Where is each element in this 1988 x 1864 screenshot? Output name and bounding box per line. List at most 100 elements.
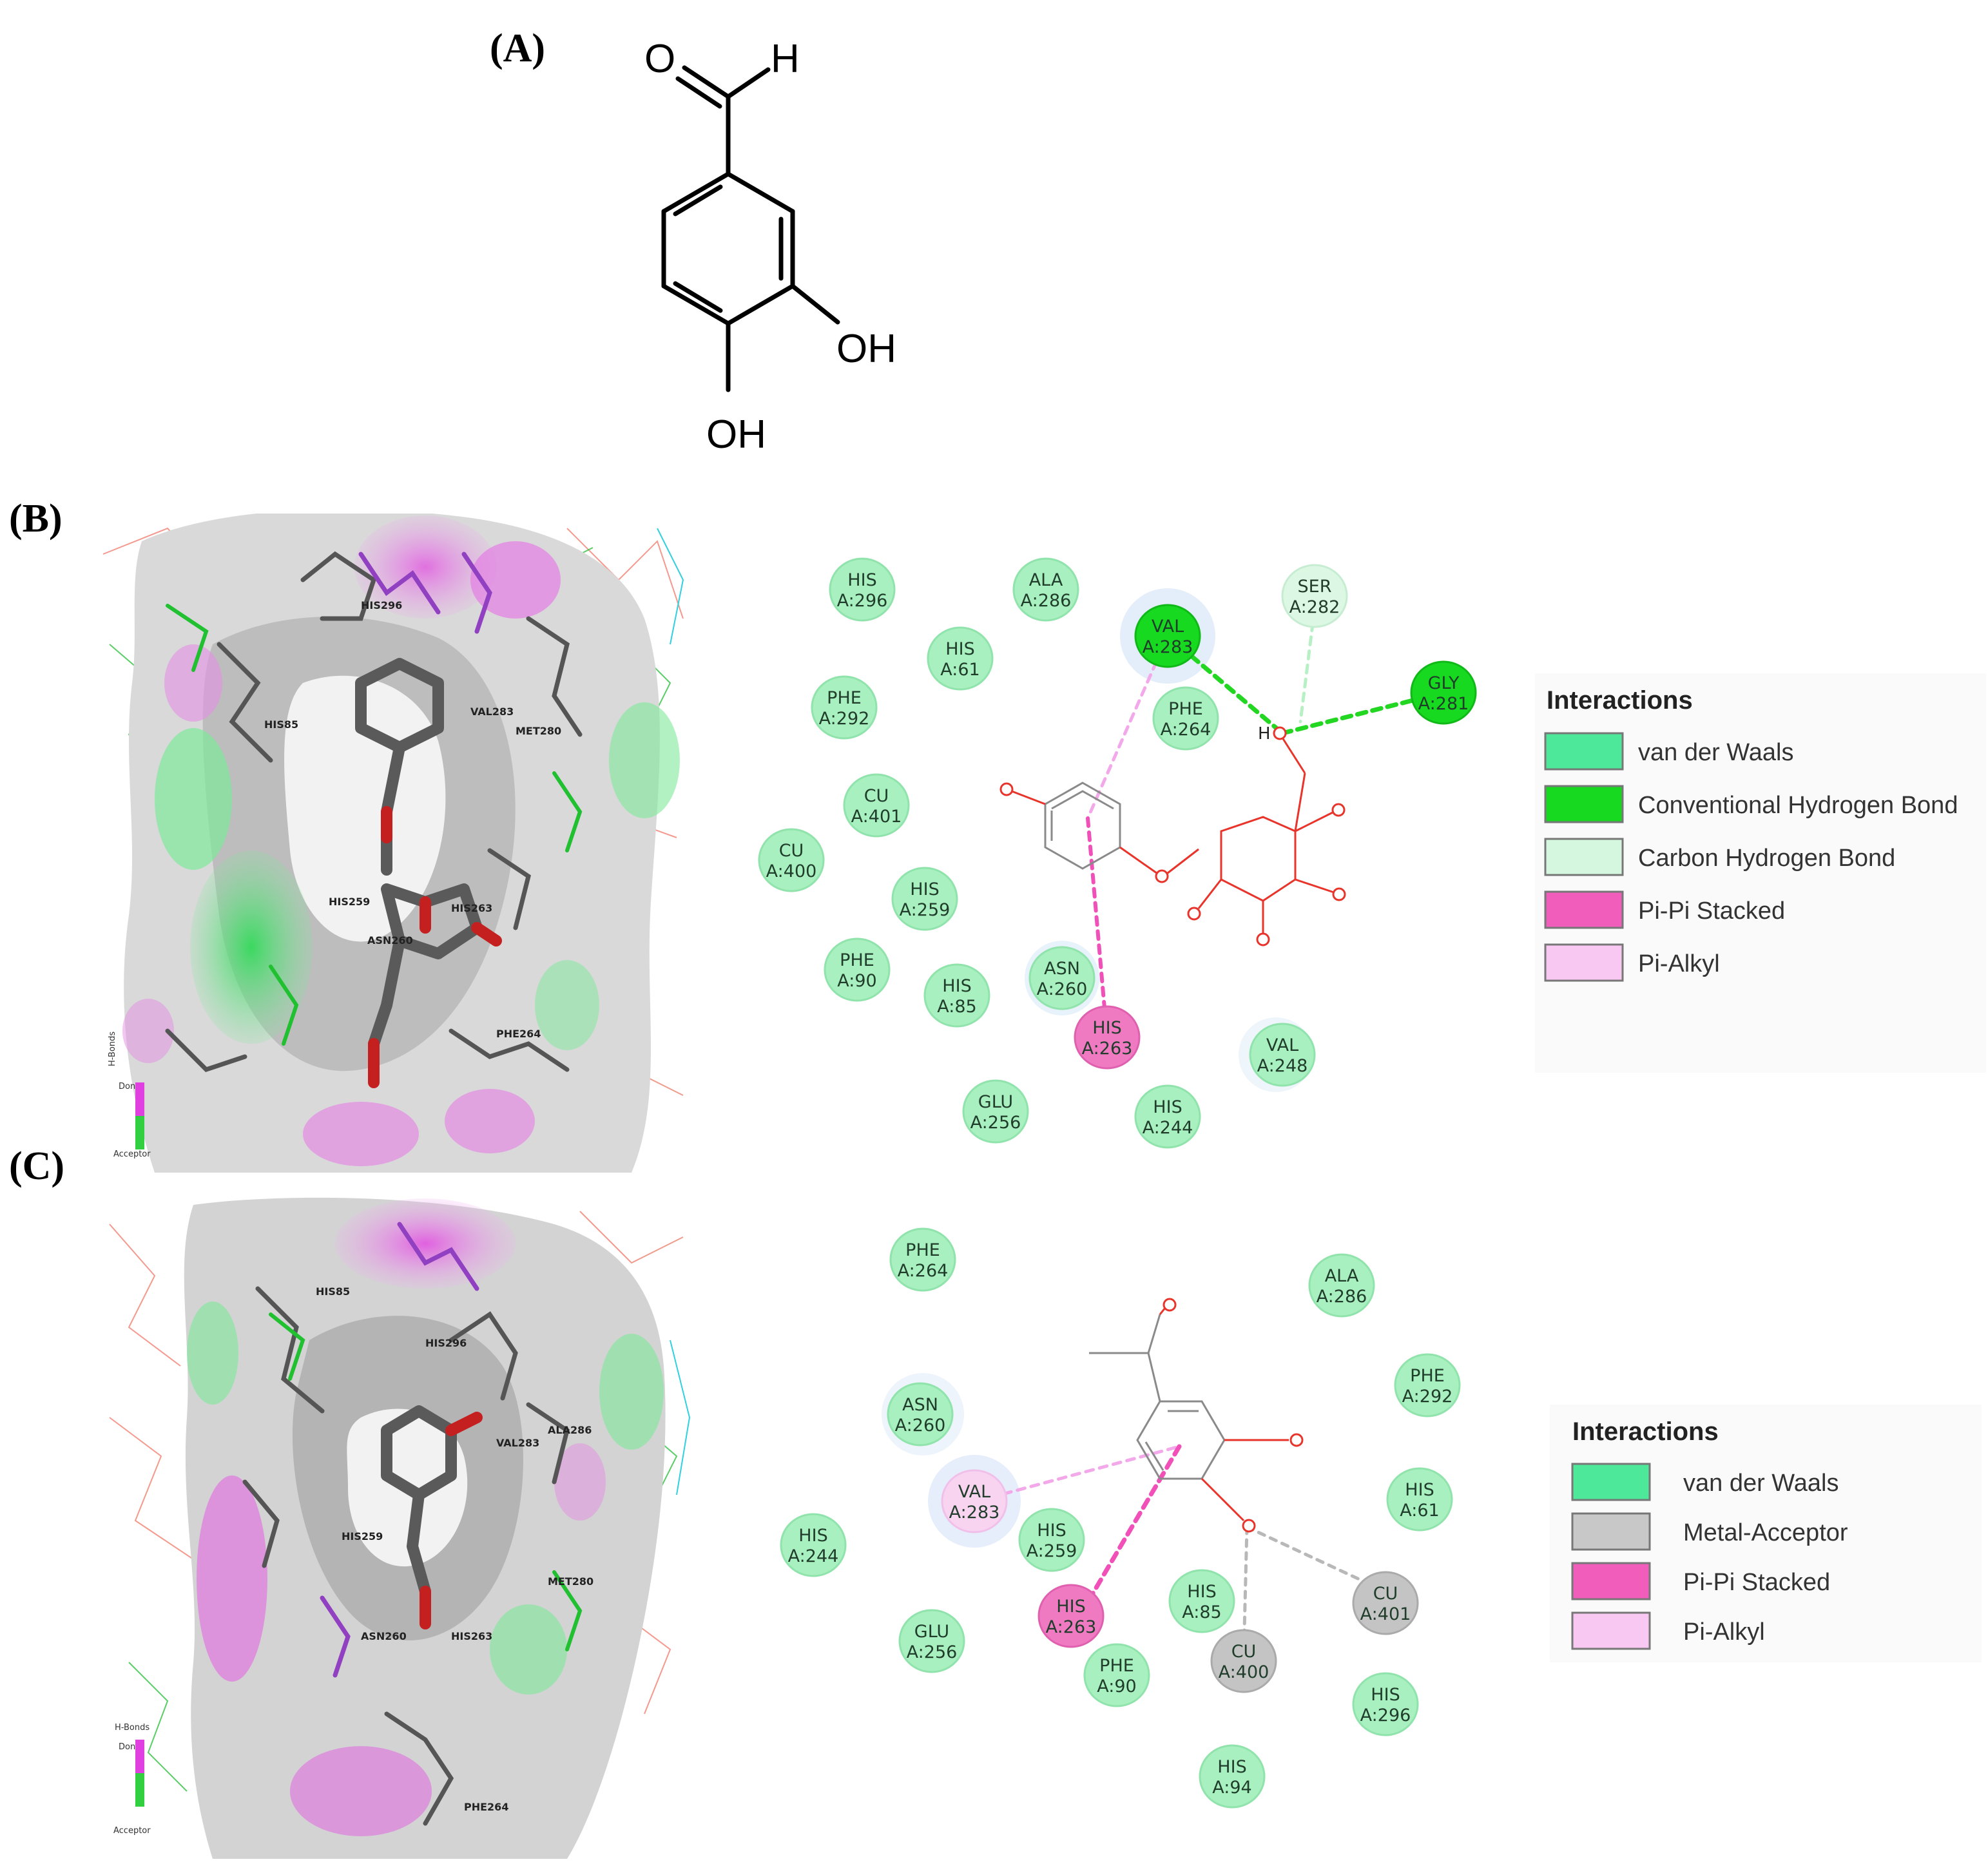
residue-id: A:61 <box>940 660 980 680</box>
residue-name: ASN <box>902 1395 938 1415</box>
legend-label: van der Waals <box>1638 739 1793 766</box>
residue-name: HIS <box>1371 1685 1400 1705</box>
residue-name: CU <box>864 786 889 806</box>
residue-name: VAL <box>1152 617 1184 637</box>
panel-label-b: (B) <box>9 497 63 541</box>
legend-swatch <box>1544 890 1624 929</box>
view3d-c-tag: ASN260 <box>361 1630 407 1642</box>
view3d-c-tag: HIS263 <box>451 1630 492 1642</box>
residue-id: A:296 <box>837 591 888 611</box>
residue-id: A:259 <box>1027 1541 1077 1561</box>
residue-id: A:286 <box>1021 591 1072 611</box>
view3d-c-tag: HIS85 <box>316 1285 350 1298</box>
residue-name: HIS <box>1037 1521 1066 1541</box>
view3d-b-tag: HIS263 <box>451 902 492 914</box>
legend-item: Pi-Pi Stacked <box>1544 890 1785 929</box>
residue-name: PHE <box>1410 1366 1445 1386</box>
residue-id: A:283 <box>1143 637 1193 657</box>
legend-swatch <box>1571 1562 1651 1600</box>
residue-id: A:263 <box>1046 1617 1097 1637</box>
residue-name: HIS <box>1217 1757 1246 1777</box>
residue-id: A:259 <box>900 900 951 920</box>
view3d-b-tag: HIS259 <box>329 896 370 908</box>
residue-name: HIS <box>1153 1097 1182 1117</box>
residue-id: A:292 <box>819 709 870 729</box>
view3d-c-tag: VAL283 <box>496 1437 539 1449</box>
residue-id: A:90 <box>1097 1677 1136 1696</box>
residue-id: A:264 <box>898 1261 949 1281</box>
legend-label: Pi-Alkyl <box>1638 950 1720 977</box>
residue-id: A:260 <box>1037 979 1088 999</box>
residue-name: CU <box>779 841 804 861</box>
residue-id: A:264 <box>1161 720 1211 740</box>
legend-item: van der Waals <box>1544 732 1793 771</box>
legend-item: Carbon Hydrogen Bond <box>1544 838 1895 876</box>
residue-id: A:281 <box>1418 694 1469 714</box>
legend-label: Pi-Pi Stacked <box>1683 1569 1830 1596</box>
ligand-hydrogen-atom: H <box>1258 724 1271 744</box>
legend-item: Conventional Hydrogen Bond <box>1544 785 1958 823</box>
residue-name: PHE <box>1099 1656 1134 1676</box>
view3d-c-tag: MET280 <box>548 1575 594 1588</box>
legend-item: Pi-Alkyl <box>1544 943 1720 982</box>
residue-name: SER <box>1298 577 1332 597</box>
legend-swatch <box>1544 943 1624 982</box>
legend-label: Pi-Pi Stacked <box>1638 898 1785 925</box>
legend-item: Pi-Alkyl <box>1571 1611 1765 1650</box>
residue-name: HIS <box>942 976 971 996</box>
view3d-b-tag: PHE264 <box>496 1028 541 1040</box>
svg-text:H-Bonds: H-Bonds <box>115 1723 150 1733</box>
legend-c-title: Interactions <box>1572 1417 1719 1446</box>
view3d-c-tag: HIS296 <box>425 1337 467 1349</box>
residue-name: HIS <box>847 570 876 590</box>
hbond-scale-c: H-Bonds Donor Acceptor <box>113 1723 151 1836</box>
view3d-c-tag: ALA286 <box>548 1424 592 1436</box>
residue-name: HIS <box>798 1526 827 1546</box>
view3d-b-tag: HIS85 <box>264 718 298 731</box>
residue-name: PHE <box>827 688 862 708</box>
panel-label-c: (C) <box>9 1144 65 1188</box>
legend-item: van der Waals <box>1571 1463 1838 1501</box>
legend-item: Metal-Acceptor <box>1571 1512 1848 1551</box>
svg-text:Acceptor: Acceptor <box>113 1826 151 1836</box>
residue-id: A:85 <box>1182 1602 1221 1622</box>
residue-id: A:401 <box>851 807 902 827</box>
residue-name: ALA <box>1325 1266 1359 1286</box>
residue-id: A:283 <box>949 1503 1000 1523</box>
residue-id: A:400 <box>766 861 817 881</box>
legend-swatch <box>1544 732 1624 771</box>
legend-label: van der Waals <box>1683 1470 1838 1497</box>
legend-label: Metal-Acceptor <box>1683 1519 1848 1546</box>
view3d-b-tag: VAL283 <box>470 706 514 718</box>
view3d-c-tag: HIS259 <box>342 1530 383 1542</box>
legend-swatch <box>1544 785 1624 823</box>
legend-swatch <box>1571 1512 1651 1551</box>
residue-name: VAL <box>1266 1035 1298 1055</box>
residue-name: HIS <box>1405 1480 1434 1500</box>
residue-id: A:85 <box>937 997 976 1017</box>
residue-name: PHE <box>840 950 874 970</box>
residue-id: A:61 <box>1400 1501 1439 1521</box>
